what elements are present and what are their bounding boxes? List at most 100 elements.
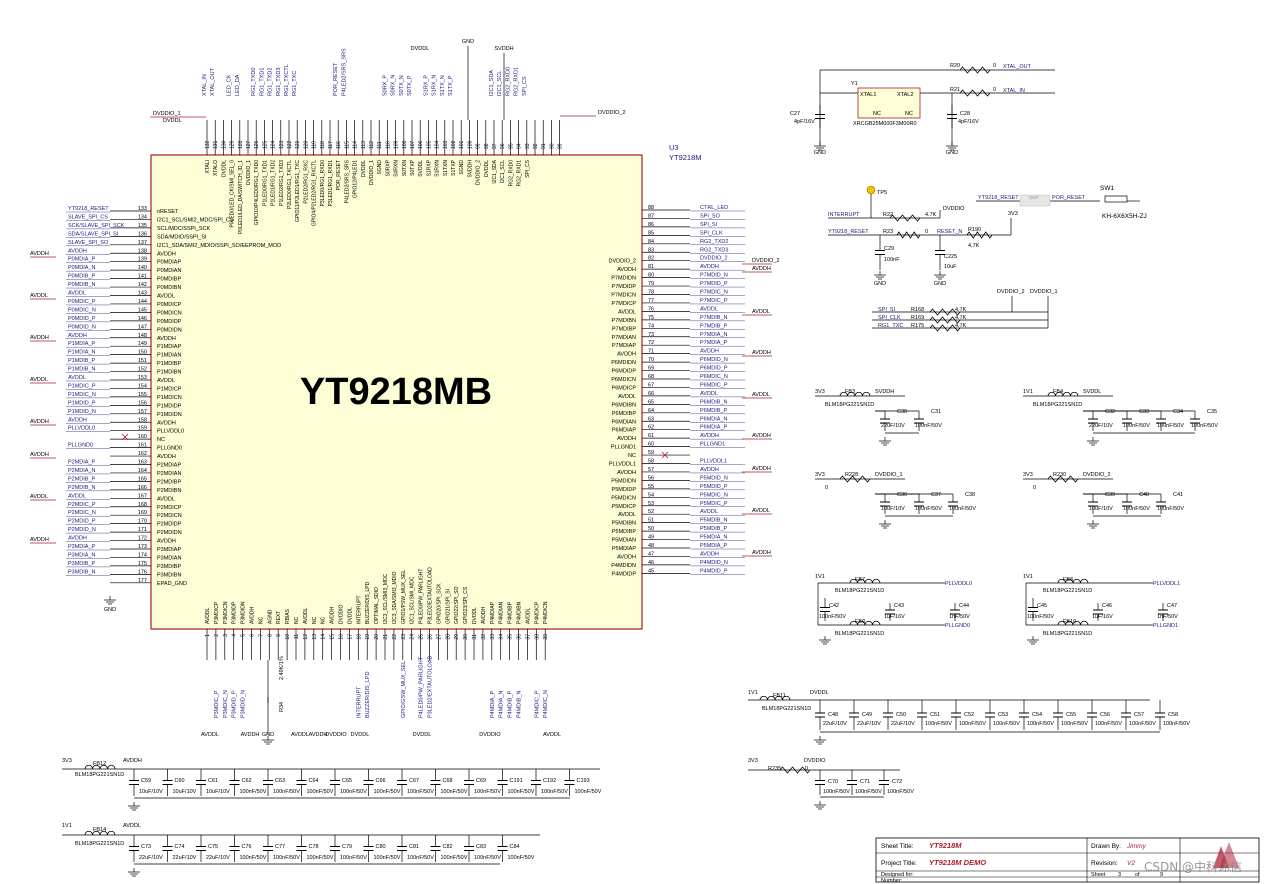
- ref-label: R169: [911, 315, 924, 321]
- pin-number: 31: [472, 634, 478, 640]
- pin-number: 13: [312, 634, 318, 640]
- rail-label: AVDDH: [123, 758, 142, 764]
- drawn-by: Jimmy: [1126, 843, 1147, 850]
- pin-name: P1MDICN: [157, 395, 182, 401]
- pin-name: P3MDIBN: [157, 572, 181, 578]
- res-zig: [1047, 475, 1079, 483]
- pin-name: GPIO10/P4LED0/RG1_TXD0: [254, 160, 260, 226]
- net-label: RG1_TXD2: [268, 68, 274, 96]
- net-label: AVDDH: [700, 349, 719, 355]
- gnd-symbol: [814, 736, 826, 745]
- net-label: P6MDID_N: [700, 357, 728, 363]
- ref-label: C55: [1066, 712, 1076, 718]
- rail-label-right: AVDDL: [752, 508, 770, 514]
- pin-number: 16: [339, 634, 345, 640]
- rail-label-left: AVDDH: [30, 251, 49, 257]
- value-label: 100nF/50V: [240, 855, 267, 861]
- ref-label: C66: [376, 778, 386, 784]
- dnp-label: DNP: [1029, 195, 1039, 200]
- pin-number: 98: [484, 143, 490, 149]
- rail-label-left: AVDDH: [30, 419, 49, 425]
- net-label: AVDDL: [700, 306, 718, 312]
- net-label: P3MDID_P: [232, 690, 238, 718]
- pin-name: P1LED2/RG1_TXD3: [279, 160, 285, 206]
- net-label: P3MDIA_N: [68, 552, 96, 558]
- ref-label: C65: [342, 778, 352, 784]
- pin-name: nRESET: [157, 209, 179, 215]
- value-label: 100nF/50V: [915, 506, 942, 512]
- pin-number: 24: [410, 634, 416, 640]
- res-zig: [929, 324, 961, 332]
- ferrite-bead-symbol: [84, 830, 116, 836]
- pin-number: 61: [648, 433, 654, 439]
- net-label: P5MDIC_P: [700, 501, 728, 507]
- source-label: 1V1: [748, 690, 758, 696]
- pin-number: 30: [463, 634, 469, 640]
- gnd-label: GND: [104, 607, 116, 613]
- value-label: 22uF/10V: [139, 855, 163, 861]
- rail-label-bottom: DVDDL: [413, 732, 432, 738]
- pin-number: 80: [648, 273, 654, 279]
- net-label: P7MDIC_P: [700, 298, 728, 304]
- pin-name: P2MDIAN: [157, 471, 181, 477]
- pin-number: 105: [426, 140, 432, 149]
- value-label: 100nF/50V: [1129, 721, 1156, 727]
- pin-number: 176: [138, 569, 147, 575]
- pin-number: 137: [138, 240, 147, 246]
- pin-number: 7: [258, 634, 264, 637]
- pin-name: P3MDIDN: [241, 601, 247, 624]
- value-label: 10uF/10V: [173, 789, 197, 795]
- pin-name: S1RXN: [435, 160, 441, 177]
- pin-number: 36: [517, 634, 523, 640]
- net-label: P2MDID_N: [68, 527, 96, 533]
- pin-number: 17: [347, 634, 353, 640]
- pin-number: 109: [394, 140, 400, 149]
- part-label: BLM18PG221SN1D: [75, 841, 124, 847]
- capacitor-symbol: [129, 769, 139, 796]
- pin-name: XTALI: [205, 160, 211, 174]
- fb-coil: [839, 391, 871, 397]
- ref-label: C70: [828, 779, 838, 785]
- net-label: PLLGND0: [945, 623, 970, 629]
- net-label: POR_RESET: [333, 62, 339, 96]
- pin-number: 125: [262, 140, 268, 149]
- pin-name: S0RXN: [394, 160, 400, 177]
- gnd-symbol: [934, 271, 946, 280]
- capacitor-symbol: [815, 700, 825, 730]
- pin-number: 28: [445, 634, 451, 640]
- net-label: P4LED0/PW_PARLIGHT: [419, 656, 425, 718]
- gnd-symbol: [879, 437, 891, 446]
- pin-name: AVDDH: [617, 267, 636, 273]
- gnd-symbol: [104, 596, 116, 605]
- rail-label-right: AVDDH: [752, 350, 771, 356]
- pin-number: 48: [648, 543, 654, 549]
- pin-name: AVDDH: [481, 606, 487, 624]
- value-label: 100nF/50V: [1157, 506, 1184, 512]
- pin-number: 115: [344, 141, 350, 149]
- pin-number: 21: [383, 634, 389, 640]
- chip-u3: YT9218MB U3 YT9218M: [150, 143, 702, 630]
- rail-label: DVDDIO: [804, 758, 826, 764]
- net-label: RG2_RXD1: [514, 67, 520, 96]
- rail-label-bottom: DVDDIO: [479, 732, 501, 738]
- ref-label: C84: [510, 844, 520, 850]
- pin-number: 140: [138, 265, 147, 271]
- pin-name: RG2_RXD0: [508, 160, 514, 187]
- pin-number: 143: [138, 291, 147, 297]
- net-label: XTAL_IN: [202, 74, 208, 96]
- ref-label: C69: [476, 778, 486, 784]
- capacitor-symbol: [815, 770, 825, 795]
- net-label: INTERRUPT: [828, 212, 860, 218]
- value-label: 100nF/50V: [959, 721, 986, 727]
- net-label: LED_DA: [235, 74, 241, 96]
- net-label: P7MDIA_P: [700, 340, 728, 346]
- pin-number: 68: [648, 374, 654, 380]
- number-label: Number:: [881, 878, 903, 884]
- value-label: 10uF/10V: [206, 789, 230, 795]
- ref-label: C44: [959, 603, 969, 609]
- net-label: P6MDIA_N: [700, 416, 728, 422]
